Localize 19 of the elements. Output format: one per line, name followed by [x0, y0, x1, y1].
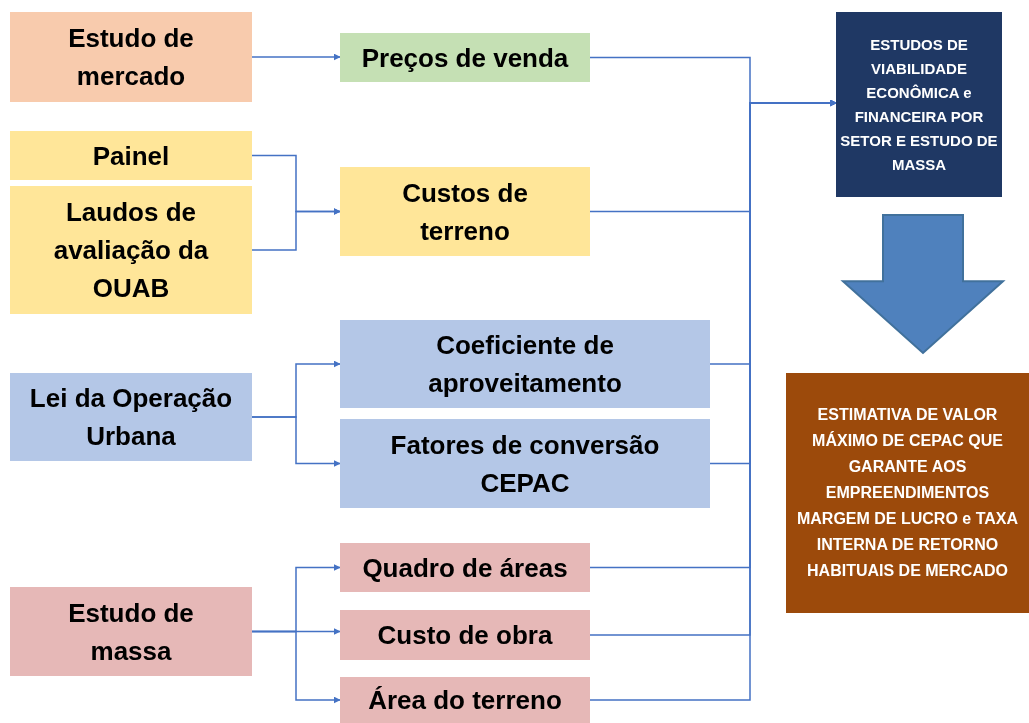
process-box: Lei da Operação Urbana: [10, 373, 252, 461]
process-box: Fatores de conversão CEPAC: [340, 419, 710, 508]
process-box: Estudo de massa: [10, 587, 252, 676]
arrow: [251, 416, 341, 467]
process-box: Estudo de mercado: [10, 12, 252, 102]
block-arrow: [840, 214, 1006, 355]
arrow: [251, 630, 341, 704]
result-box: ESTUDOS DE VIABILIDADE ECONÔMICA e FINANCEIRA POR SETOR E ESTUDO DE MASSA: [836, 12, 1002, 197]
process-box: Laudos de avaliação da OUAB: [10, 186, 252, 314]
process-box: Painel: [10, 131, 252, 180]
process-box: Coeficiente de aproveitamento: [340, 320, 710, 408]
process-box: Quadro de áreas: [340, 543, 590, 592]
process-box: Preços de venda: [340, 33, 590, 82]
process-box: Custo de obra: [340, 610, 590, 660]
arrow: [251, 208, 341, 251]
arrow: [251, 53, 341, 61]
process-box: Custos de terreno: [340, 167, 590, 256]
process-box: Área do terreno: [340, 677, 590, 723]
result-box: ESTIMATIVA DE VALOR MÁXIMO DE CEPAC QUE GARANTE AOS EMPREENDIMENTOS MARGEM DE LUCRO e TAXA INTERNA DE RETORNO HABITUAIS DE MERCADO: [786, 373, 1029, 613]
